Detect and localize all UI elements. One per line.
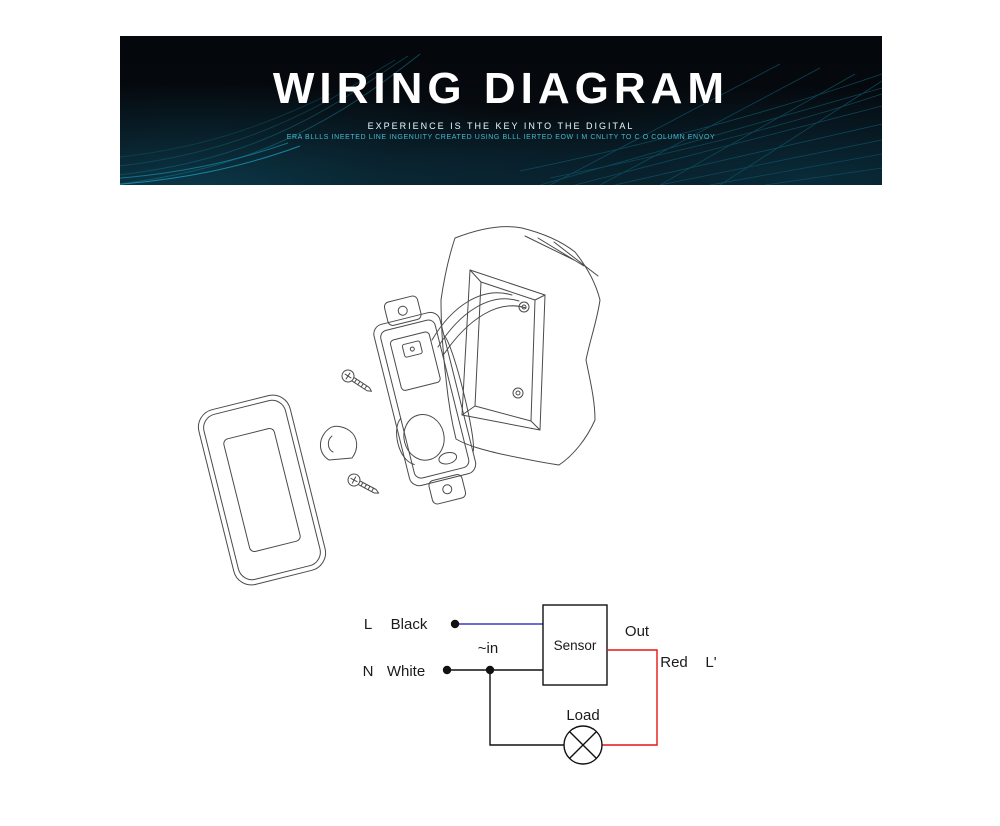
banner-wave-decoration xyxy=(120,53,882,185)
wall-plate xyxy=(197,394,327,586)
banner-text: WIRING DIAGRAM EXPERIENCE IS THE KEY INT… xyxy=(120,64,882,141)
banner-tagline: ERA BLLLS INEETED LINE INGENUITY CREATED… xyxy=(286,134,716,141)
line-wire-label: Black xyxy=(391,616,428,633)
bottom-mounting-hole xyxy=(442,484,453,495)
lamp-cross xyxy=(569,731,597,759)
wall-cutout xyxy=(440,226,601,466)
banner: WIRING DIAGRAM EXPERIENCE IS THE KEY INT… xyxy=(120,36,882,185)
junction-dot xyxy=(485,665,495,675)
line-terminal-label: L xyxy=(364,616,372,633)
out-label: Out xyxy=(625,623,650,640)
neutral-wire-label: White xyxy=(387,663,425,680)
override-button xyxy=(438,451,458,465)
banner-subtitle: EXPERIENCE IS THE KEY INTO THE DIGITAL xyxy=(367,121,635,131)
out-terminal-label: L' xyxy=(705,654,716,671)
neutral-terminal-dot xyxy=(442,665,452,675)
banner-title: WIRING DIAGRAM xyxy=(272,64,730,113)
wire-clamp xyxy=(320,425,358,461)
red-out-wire xyxy=(602,649,658,746)
wall-box xyxy=(461,269,546,431)
line-terminal-dot xyxy=(450,619,460,629)
mounting-screw-top xyxy=(341,369,372,392)
mounting-screw-bottom xyxy=(347,473,380,494)
out-wire-label: Red xyxy=(660,654,688,671)
sensor-switch xyxy=(373,295,477,505)
wiring-schematic: L Black N White ~in Sensor Out Red L' Lo… xyxy=(363,604,717,765)
neutral-to-load-wire xyxy=(489,670,564,746)
sensor-label: Sensor xyxy=(554,638,597,653)
load-label: Load xyxy=(566,707,599,724)
sensor-box xyxy=(542,604,608,686)
input-label: ~in xyxy=(478,640,498,657)
load-lamp-symbol xyxy=(563,725,603,765)
top-mounting-hole xyxy=(397,305,408,316)
exploded-installation-diagram xyxy=(197,226,601,586)
neutral-terminal-label: N xyxy=(363,663,374,680)
wall-hatch-lines xyxy=(524,235,599,277)
pir-lens xyxy=(403,414,445,461)
